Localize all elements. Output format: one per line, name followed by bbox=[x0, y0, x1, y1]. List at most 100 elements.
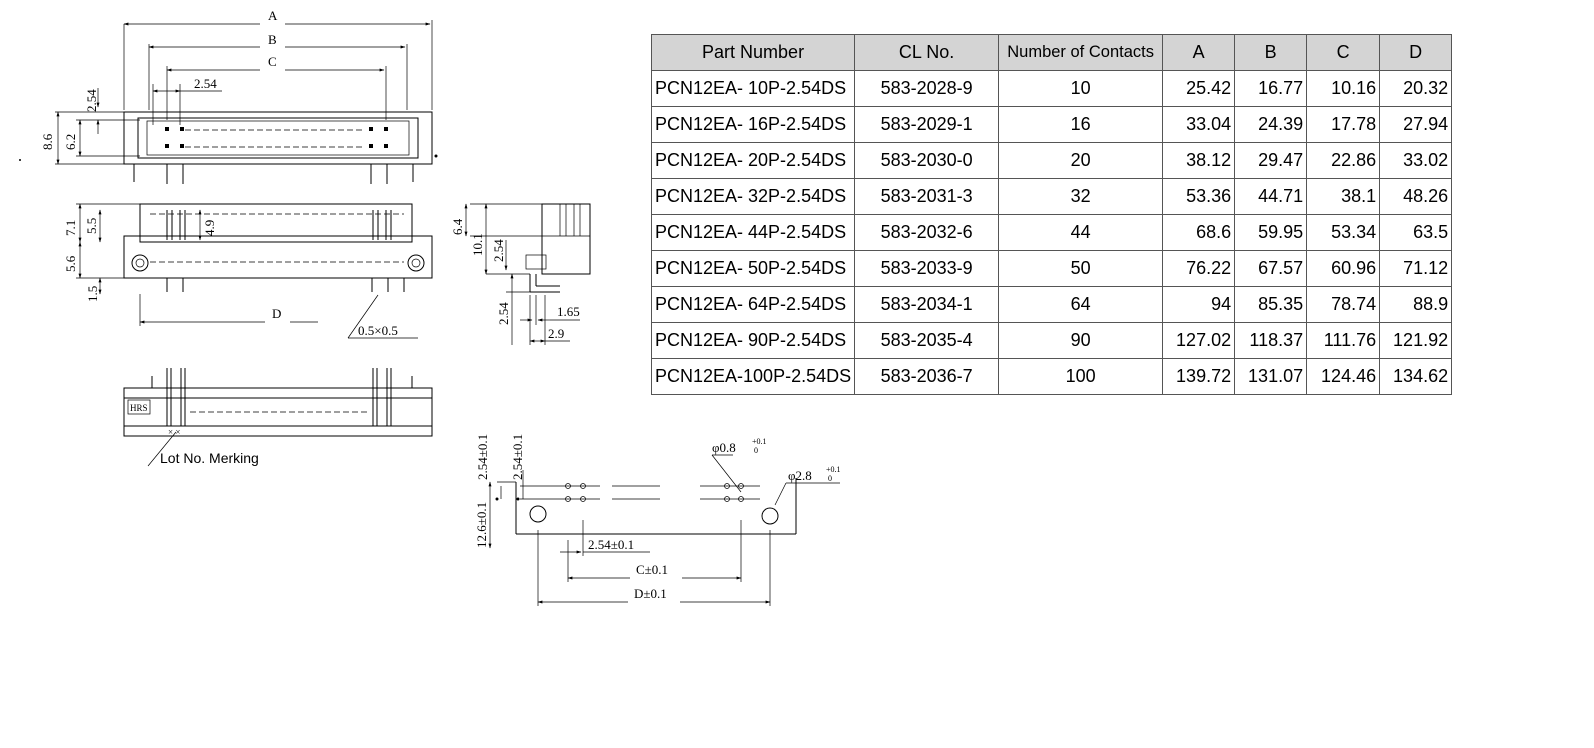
dim-a-label: A bbox=[268, 8, 278, 23]
cell-a: 94 bbox=[1162, 286, 1236, 323]
header-number-of-contacts: Number of Contacts bbox=[998, 34, 1164, 71]
cell-a: 33.04 bbox=[1162, 106, 1236, 143]
pcb-dim-2-54-h: 2.54±0.1 bbox=[588, 537, 634, 552]
cell-part-number: PCN12EA- 16P-2.54DS bbox=[650, 106, 856, 143]
table-row: PCN12EA-100P-2.54DS 583-2036-7 100 139.7… bbox=[650, 358, 1453, 395]
cell-b: 29.47 bbox=[1234, 142, 1308, 179]
dim-pitch-label: 2.54 bbox=[194, 76, 217, 91]
header-d: D bbox=[1379, 34, 1453, 71]
pcb-dim-2-54-v1: 2.54±0.1 bbox=[475, 434, 490, 480]
cell-d: 20.32 bbox=[1379, 70, 1453, 107]
cell-cl-no: 583-2035-4 bbox=[854, 322, 1000, 359]
pcb-dim-d: D±0.1 bbox=[634, 586, 667, 601]
dim-height-6-2: 6.2 bbox=[63, 134, 78, 150]
dim-pitch-vertical: 2.54 bbox=[84, 89, 99, 112]
cell-d: 134.62 bbox=[1379, 358, 1453, 395]
cell-contacts: 44 bbox=[998, 214, 1164, 251]
header-c: C bbox=[1306, 34, 1381, 71]
cell-cl-no: 583-2034-1 bbox=[854, 286, 1000, 323]
pcb-hole-large-label: φ2.8 bbox=[788, 468, 812, 483]
cell-b: 118.37 bbox=[1234, 322, 1308, 359]
part-specification-table: Part Number CL No. Number of Contacts A … bbox=[650, 34, 1453, 395]
cell-b: 67.57 bbox=[1234, 250, 1308, 287]
bottom-view: HRS × × Lot No. Merking bbox=[123, 368, 433, 467]
table-header-row: Part Number CL No. Number of Contacts A … bbox=[650, 34, 1453, 71]
side-view: 6.4 10.1 2.54 2.54 1.65 2.9 bbox=[450, 203, 591, 345]
svg-text:× ×: × × bbox=[168, 427, 180, 437]
cell-d: 71.12 bbox=[1379, 250, 1453, 287]
side-dim-10-1: 10.1 bbox=[470, 233, 485, 256]
cell-contacts: 32 bbox=[998, 178, 1164, 215]
cell-part-number: PCN12EA- 64P-2.54DS bbox=[650, 286, 856, 323]
table-row: PCN12EA- 10P-2.54DS 583-2028-9 10 25.42 … bbox=[650, 70, 1453, 107]
table-row: PCN12EA- 16P-2.54DS 583-2029-1 16 33.04 … bbox=[650, 106, 1453, 143]
cell-contacts: 64 bbox=[998, 286, 1164, 323]
cell-cl-no: 583-2028-9 bbox=[854, 70, 1000, 107]
table-row: PCN12EA- 50P-2.54DS 583-2033-9 50 76.22 … bbox=[650, 250, 1453, 287]
cell-cl-no: 583-2033-9 bbox=[854, 250, 1000, 287]
pcb-hole-large-tol-upper: +0.1 bbox=[826, 465, 841, 474]
dim-d-label: D bbox=[272, 306, 281, 321]
cell-cl-no: 583-2030-0 bbox=[854, 142, 1000, 179]
header-b: B bbox=[1234, 34, 1308, 71]
cell-d: 121.92 bbox=[1379, 322, 1453, 359]
cell-part-number: PCN12EA- 20P-2.54DS bbox=[650, 142, 856, 179]
cell-a: 127.02 bbox=[1162, 322, 1236, 359]
cell-c: 60.96 bbox=[1306, 250, 1381, 287]
header-a: A bbox=[1162, 34, 1236, 71]
dim-1-5: 1.5 bbox=[85, 286, 100, 302]
table-row: PCN12EA- 32P-2.54DS 583-2031-3 32 53.36 … bbox=[650, 178, 1453, 215]
cell-a: 25.42 bbox=[1162, 70, 1236, 107]
cell-d: 63.5 bbox=[1379, 214, 1453, 251]
cell-c: 22.86 bbox=[1306, 142, 1381, 179]
hrs-logo: HRS bbox=[130, 403, 148, 413]
header-cl-no: CL No. bbox=[854, 34, 1000, 71]
dim-5-5: 5.5 bbox=[84, 218, 99, 234]
cell-b: 16.77 bbox=[1234, 70, 1308, 107]
cell-cl-no: 583-2032-6 bbox=[854, 214, 1000, 251]
side-dim-2-9: 2.9 bbox=[548, 326, 564, 341]
dim-c-label: C bbox=[268, 54, 277, 69]
side-dim-6-4: 6.4 bbox=[450, 218, 465, 235]
side-dim-2-54-upper: 2.54 bbox=[491, 239, 506, 262]
cell-part-number: PCN12EA- 50P-2.54DS bbox=[650, 250, 856, 287]
cell-contacts: 16 bbox=[998, 106, 1164, 143]
cell-a: 139.72 bbox=[1162, 358, 1236, 395]
cell-a: 68.6 bbox=[1162, 214, 1236, 251]
cell-c: 111.76 bbox=[1306, 322, 1381, 359]
cell-a: 38.12 bbox=[1162, 142, 1236, 179]
pcb-hole-small-label: φ0.8 bbox=[712, 440, 736, 455]
cell-part-number: PCN12EA-100P-2.54DS bbox=[650, 358, 856, 395]
side-dim-2-54-lower: 2.54 bbox=[496, 302, 511, 325]
header-part-number: Part Number bbox=[650, 34, 856, 71]
side-dim-1-65: 1.65 bbox=[557, 304, 580, 319]
pcb-dim-c: C±0.1 bbox=[636, 562, 668, 577]
table-row: PCN12EA- 90P-2.54DS 583-2035-4 90 127.02… bbox=[650, 322, 1453, 359]
pcb-layout: 12.6±0.1 2.54±0.1 2.54±0.1 φ0.8 +0.1 0 φ… bbox=[474, 434, 841, 606]
top-view: A B C 2.54 bbox=[19, 8, 438, 184]
table-row: PCN12EA- 20P-2.54DS 583-2030-0 20 38.12 … bbox=[650, 142, 1453, 179]
cell-contacts: 20 bbox=[998, 142, 1164, 179]
cell-contacts: 10 bbox=[998, 70, 1164, 107]
cell-c: 53.34 bbox=[1306, 214, 1381, 251]
cell-cl-no: 583-2029-1 bbox=[854, 106, 1000, 143]
cell-b: 85.35 bbox=[1234, 286, 1308, 323]
cell-b: 59.95 bbox=[1234, 214, 1308, 251]
cell-part-number: PCN12EA- 10P-2.54DS bbox=[650, 70, 856, 107]
pcb-dim-12-6: 12.6±0.1 bbox=[474, 502, 489, 548]
dim-height-8-6: 8.6 bbox=[40, 133, 55, 150]
dim-b-label: B bbox=[268, 32, 277, 47]
cell-d: 27.94 bbox=[1379, 106, 1453, 143]
cell-contacts: 90 bbox=[998, 322, 1164, 359]
cell-c: 10.16 bbox=[1306, 70, 1381, 107]
cell-d: 48.26 bbox=[1379, 178, 1453, 215]
dim-4-9: 4.9 bbox=[202, 220, 217, 236]
cell-c: 38.1 bbox=[1306, 178, 1381, 215]
cell-d: 88.9 bbox=[1379, 286, 1453, 323]
front-view: 7.1 5.5 4.9 5.6 1.5 D 0.5×0.5 bbox=[63, 203, 433, 339]
pcb-hole-large-tol-lower: 0 bbox=[828, 474, 832, 483]
cell-c: 78.74 bbox=[1306, 286, 1381, 323]
cell-a: 76.22 bbox=[1162, 250, 1236, 287]
cell-d: 33.02 bbox=[1379, 142, 1453, 179]
